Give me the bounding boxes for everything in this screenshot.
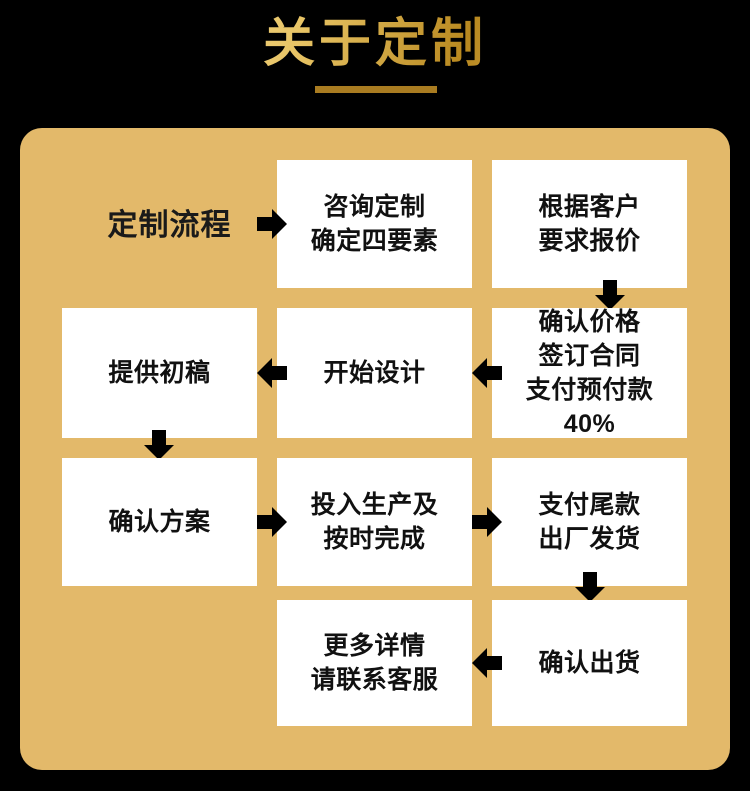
flow-box-production[interactable]: 投入生产及 按时完成	[277, 458, 472, 586]
flow-box-consult-label: 咨询定制 确定四要素	[310, 193, 439, 255]
arrow-right-consult-to-quote	[257, 207, 287, 241]
flow-box-final-pay[interactable]: 支付尾款 出厂发货	[492, 458, 687, 586]
flow-box-draft[interactable]: 提供初稿	[62, 308, 257, 438]
flow-box-shipping[interactable]: 确认出货	[492, 600, 687, 726]
customization-flow-panel: 定制流程 咨询定制 确定四要素 根据客户 要求报价 提供初稿 开始设计 确认价格…	[20, 128, 730, 770]
flow-box-final-pay-label: 支付尾款 出厂发货	[538, 491, 641, 553]
flow-box-consult[interactable]: 咨询定制 确定四要素	[277, 160, 472, 288]
flow-box-draft-label: 提供初稿	[108, 359, 211, 387]
flow-box-quote-label: 根据客户 要求报价	[538, 193, 641, 255]
arrow-down-quote-to-contract	[593, 280, 627, 310]
page-title: 关于定制	[0, 12, 750, 76]
flow-box-service-label: 更多详情 请联系客服	[310, 632, 439, 694]
arrow-right-confirm-plan-to-production	[257, 505, 287, 539]
flow-box-production-label: 投入生产及 按时完成	[310, 491, 439, 553]
flow-box-confirm-plan-label: 确认方案	[108, 508, 211, 536]
flow-box-design-label: 开始设计	[323, 359, 426, 387]
flow-box-service[interactable]: 更多详情 请联系客服	[277, 600, 472, 726]
arrow-left-design-to-draft	[257, 356, 287, 390]
title-underline-bar	[315, 86, 437, 93]
arrow-left-contract-to-design	[472, 356, 502, 390]
flow-box-contract[interactable]: 确认价格 签订合同 支付预付款 40%	[492, 308, 687, 438]
page-header: 关于定制	[0, 0, 750, 128]
section-label-process: 定制流程	[107, 209, 232, 242]
arrow-down-draft-to-confirm-plan	[142, 430, 176, 460]
arrow-down-final-pay-to-shipping	[573, 572, 607, 602]
arrow-left-shipping-to-service	[472, 646, 502, 680]
flow-box-confirm-plan[interactable]: 确认方案	[62, 458, 257, 586]
flow-box-design[interactable]: 开始设计	[277, 308, 472, 438]
flow-box-contract-label: 确认价格 签订合同 支付预付款 40%	[525, 308, 654, 438]
flow-box-quote[interactable]: 根据客户 要求报价	[492, 160, 687, 288]
arrow-right-production-to-final-pay	[472, 505, 502, 539]
flow-box-shipping-label: 确认出货	[538, 649, 641, 677]
